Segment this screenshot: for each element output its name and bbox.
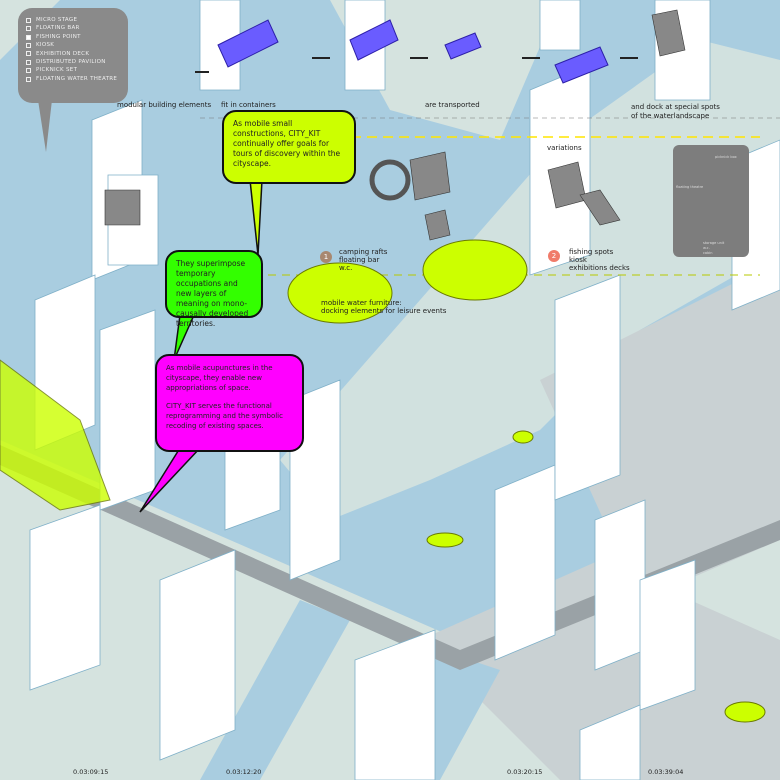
legend-item[interactable]: MICRO STAGE xyxy=(26,16,120,24)
panel-label: storage unit xyxy=(703,241,725,245)
step-label: modular building elements xyxy=(117,101,212,109)
checkbox[interactable] xyxy=(26,17,31,23)
spot-label: kiosk xyxy=(569,256,587,264)
checkbox[interactable] xyxy=(26,68,31,74)
step-label: fit in containers xyxy=(221,101,276,109)
legend-item[interactable]: FLOATING BAR xyxy=(26,24,120,32)
spot-label: exhibitions decks xyxy=(569,264,630,272)
panel-label: picknick box xyxy=(715,155,737,159)
legend-item[interactable]: FLOATING WATER THEATRE xyxy=(26,75,120,83)
spot-label: w.c. xyxy=(339,264,353,272)
legend-bubble: MICRO STAGE FLOATING BAR FISHING POINT K… xyxy=(18,8,128,103)
checkbox[interactable] xyxy=(26,26,31,32)
bubble-text: CITY_KIT serves the functional reprogram… xyxy=(166,402,283,430)
legend-label: MICRO STAGE xyxy=(36,17,78,23)
checkbox[interactable] xyxy=(26,51,31,57)
panel-label: floating theatre xyxy=(676,185,704,189)
checkbox[interactable] xyxy=(26,59,31,65)
legend-label: FLOATING BAR xyxy=(36,25,80,32)
step-label: variations xyxy=(547,144,582,152)
checkbox[interactable] xyxy=(26,76,31,82)
legend-label: DISTRIBUTED PAVILION xyxy=(36,59,106,66)
element-panel: picknick box floating theatre storage un… xyxy=(673,145,749,257)
step-label: of the waterlandscape xyxy=(631,112,710,120)
speech-bubble-magenta: As mobile acupunctures in the cityscape,… xyxy=(155,354,304,452)
checkbox[interactable] xyxy=(26,42,31,48)
timestamp: 0.03:09:15 xyxy=(73,768,109,776)
furniture-label: docking elements for leisure events xyxy=(321,307,447,315)
panel-label: cabin xyxy=(703,251,713,255)
legend-item[interactable]: KIOSK xyxy=(26,41,120,49)
legend-item[interactable]: FISHING POINT xyxy=(26,33,120,41)
legend-label: EXHIBITION DECK xyxy=(36,50,90,57)
furniture-label: mobile water furniture: xyxy=(321,299,402,307)
timestamp: 0.03:12:20 xyxy=(226,768,262,776)
spot-label: fishing spots xyxy=(569,248,614,256)
bubble-text: They superimpose temporary occupations a… xyxy=(176,259,249,328)
legend-label: FISHING POINT xyxy=(36,33,81,40)
checkbox[interactable] xyxy=(26,34,31,40)
legend-label: KIOSK xyxy=(36,42,55,49)
spot-label: floating bar xyxy=(339,256,380,264)
step-label: and dock at special spots xyxy=(631,103,720,111)
speech-bubble-yellow: As mobile small constructions, CITY_KIT … xyxy=(222,110,356,184)
timestamp: 0.03:20:15 xyxy=(507,768,543,776)
spot-number: 2 xyxy=(548,250,560,262)
spot-number: 1 xyxy=(320,251,332,263)
bubble-text: As mobile small constructions, CITY_KIT … xyxy=(233,119,341,168)
timestamp: 0.03:39:04 xyxy=(648,768,684,776)
legend-item[interactable]: PICKNICK SET xyxy=(26,66,120,74)
legend-bubble-tail xyxy=(38,100,52,152)
legend-label: PICKNICK SET xyxy=(36,67,78,74)
legend-item[interactable]: EXHIBITION DECK xyxy=(26,50,120,58)
legend-label: FLOATING WATER THEATRE xyxy=(36,75,118,82)
speech-bubble-green: They superimpose temporary occupations a… xyxy=(165,250,263,328)
step-label: are transported xyxy=(425,101,480,109)
bubble-text: As mobile acupunctures in the cityscape,… xyxy=(166,364,273,392)
spot-label: camping rafts xyxy=(339,248,388,256)
legend-item[interactable]: DISTRIBUTED PAVILION xyxy=(26,58,120,66)
panel-label: w.c. xyxy=(703,246,710,250)
